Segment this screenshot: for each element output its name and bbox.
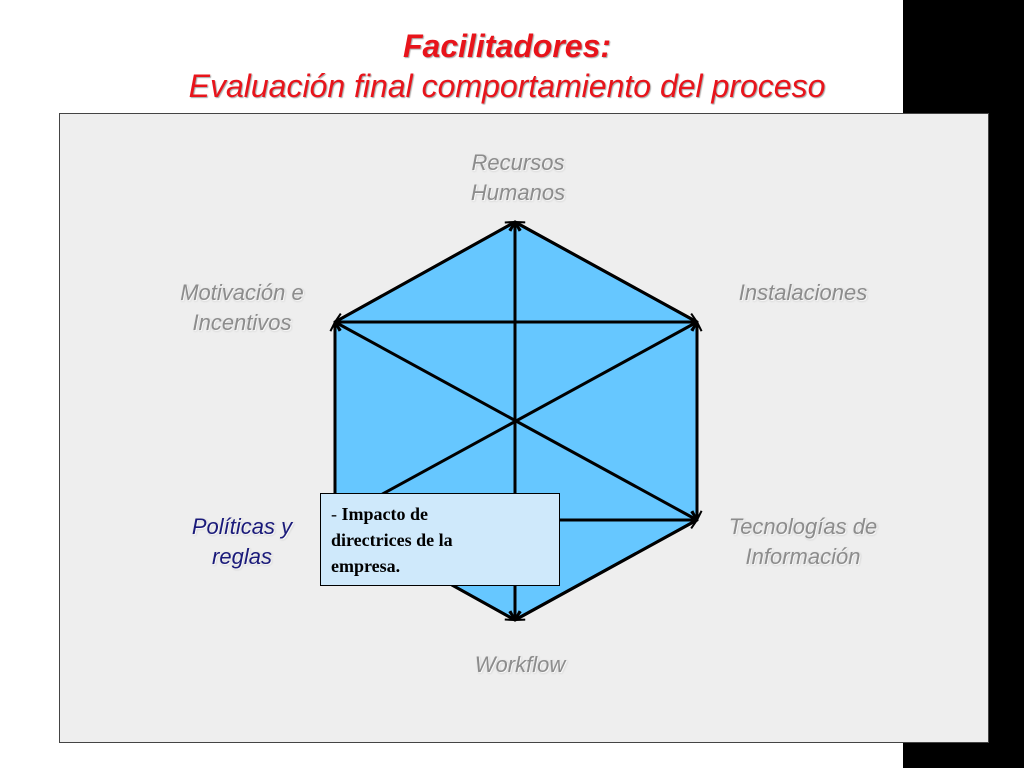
edge-mot-rh: [335, 220, 515, 324]
note-box: - Impacto de directrices de la empresa.: [320, 493, 560, 586]
slide-title: Facilitadores:: [402, 28, 612, 64]
note-line: empresa.: [331, 556, 401, 576]
edge-pol-inst: [335, 320, 697, 522]
node-label-workflow: Workflow: [474, 652, 566, 677]
note-line: Impacto de: [341, 504, 429, 524]
diagram-panel: [59, 113, 989, 743]
node-label-instalaciones: Instalaciones: [738, 280, 868, 305]
note-prefix: -: [331, 504, 342, 524]
slide-subtitle: Evaluación final comportamiento del proc…: [188, 68, 826, 104]
edge-rh-inst: [515, 220, 697, 324]
note-line: directrices de la: [331, 530, 453, 550]
edge-tec-wf: [515, 518, 697, 622]
